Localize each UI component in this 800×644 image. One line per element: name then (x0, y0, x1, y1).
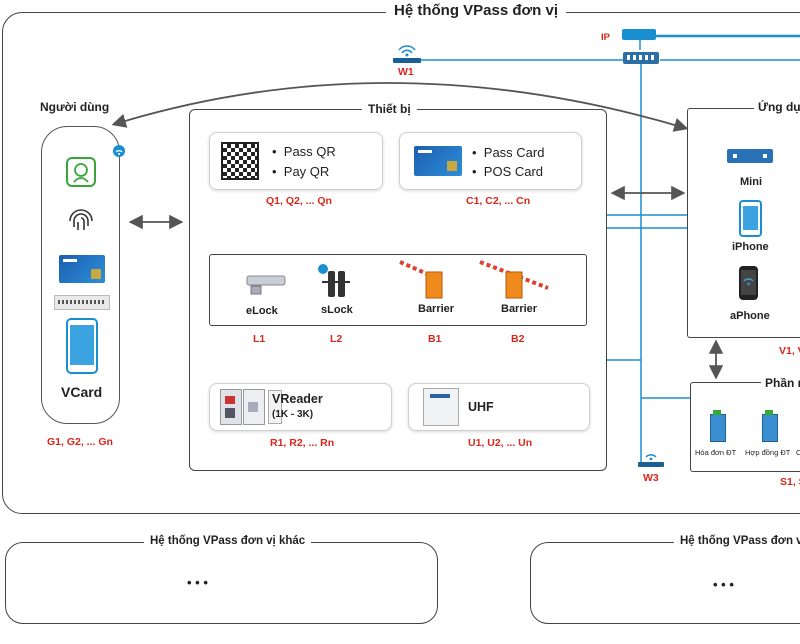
fingerprint-icon (66, 206, 96, 236)
vreader-group-label: R1, R2, ... Rn (270, 437, 335, 449)
card-item-1-text: Pass Card (483, 145, 545, 160)
vreader-name: VReader (272, 392, 323, 406)
ip-label: IP (601, 32, 610, 43)
software-label-einvoice: Hóa đơn ĐT (695, 448, 737, 457)
vreader-device-2-icon (243, 389, 265, 425)
barrier-1-icon (398, 258, 446, 300)
barrier-2-label: Barrier (501, 303, 538, 315)
qr-code-icon (221, 142, 259, 180)
card-icon (59, 255, 105, 283)
card-item-1: • Pass Card (472, 145, 545, 160)
other-system-2-title: Hệ thống VPass đơn vị k (674, 535, 800, 547)
vreader-device-1-icon (220, 389, 242, 425)
econtract-server-icon (762, 410, 778, 442)
slock-label: sLock (321, 304, 353, 316)
uhf-group-label: U1, U2, ... Un (468, 437, 533, 449)
other-system-1-frame (5, 542, 438, 624)
iphone-icon (739, 200, 762, 237)
app-label-iphone: iPhone (732, 241, 769, 253)
lock-code-l1: L1 (253, 333, 266, 345)
lock-code-b2: B2 (511, 333, 525, 345)
aphone-icon (739, 266, 758, 300)
qr-box: • Pass QR • Pay QR (209, 132, 383, 190)
main-system-title: Hệ thống VPass đơn vị (386, 2, 567, 19)
slock-icon (318, 263, 356, 299)
ip-switch-icon (622, 29, 656, 40)
mini-device-icon (727, 149, 773, 163)
card-group-label: C1, C2, ... Cn (466, 195, 531, 207)
elock-label: eLock (246, 305, 278, 317)
devices-title: Thiết bị (362, 102, 417, 116)
lock-code-l2: L2 (330, 333, 343, 345)
wifi-badge-icon (113, 145, 125, 157)
other-system-2-frame (530, 542, 800, 624)
magstripe-card-icon (54, 295, 110, 310)
pass-card-icon (414, 146, 462, 176)
software-label-other: C (796, 448, 800, 457)
qr-group-label: Q1, Q2, ... Qn (266, 195, 332, 207)
card-item-2-text: POS Card (483, 164, 544, 179)
w3-label: W3 (643, 472, 659, 484)
qr-item-1: • Pass QR (272, 144, 336, 159)
vreader-range: (1K - 3K) (272, 409, 314, 420)
other-system-2-ellipsis: • • • (713, 577, 734, 592)
einvoice-server-icon (710, 410, 726, 442)
uhf-antenna-icon (423, 388, 459, 426)
elock-icon (243, 264, 289, 298)
qr-item-2-text: Pay QR (283, 164, 330, 179)
apps-title: Ứng dụ (754, 100, 800, 114)
other-system-1-ellipsis: • • • (187, 575, 208, 590)
locks-box (209, 254, 587, 326)
face-id-icon (66, 157, 96, 187)
router-w3-icon (637, 448, 665, 470)
uhf-name: UHF (468, 400, 494, 414)
barrier-1-label: Barrier (418, 303, 455, 315)
software-group-label: S1, S (780, 476, 800, 488)
users-group-label: G1, G2, ... Gn (47, 436, 113, 448)
vcard-label: VCard (61, 384, 103, 400)
card-box: • Pass Card • POS Card (399, 132, 582, 190)
vreader-device-3-icon (268, 390, 282, 424)
w1-label: W1 (398, 66, 414, 78)
vreader-box: VReader (1K - 3K) (209, 383, 392, 431)
software-panel (690, 382, 800, 472)
lock-code-b1: B1 (428, 333, 442, 345)
users-panel (41, 126, 120, 424)
uhf-box: UHF (408, 383, 590, 431)
qr-item-2: • Pay QR (272, 164, 330, 179)
card-item-2: • POS Card (472, 164, 544, 179)
users-title: Người dùng (40, 100, 110, 114)
software-label-econtract: Hợp đồng ĐT (745, 448, 791, 457)
router-w1-icon (391, 40, 423, 64)
apps-group-label: V1, V (779, 345, 800, 357)
network-switch-icon (623, 52, 659, 64)
software-title: Phần n (761, 376, 800, 390)
qr-item-1-text: Pass QR (283, 144, 336, 159)
app-label-aphone: aPhone (730, 310, 770, 322)
barrier-2-icon (478, 258, 550, 300)
phone-icon (66, 318, 98, 374)
other-system-1-title: Hệ thống VPass đơn vị khác (144, 535, 312, 547)
app-label-mini: Mini (740, 176, 762, 188)
